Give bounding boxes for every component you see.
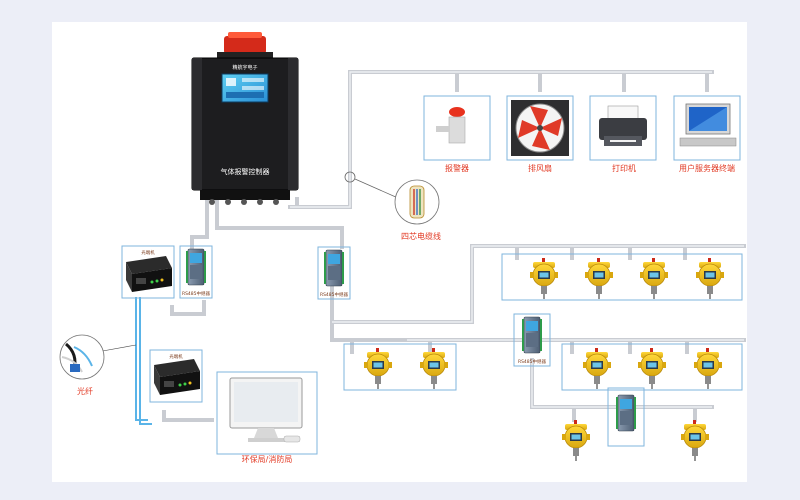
- detector-group-3: [561, 343, 743, 391]
- repeater-label: RS485中继器: [182, 290, 211, 297]
- output-label: 打印机: [612, 163, 636, 173]
- alarm-light-icon: [436, 107, 466, 144]
- converter-label: 光端机: [169, 353, 183, 360]
- system-diagram: 精航宇电子 气体报警控制器 报警器 排风扇: [52, 22, 747, 482]
- controller-label: 气体报警控制器: [221, 167, 270, 176]
- computer-terminal-icon: [679, 103, 737, 147]
- repeater-3: RS485中继器: [513, 313, 551, 367]
- printer-icon: [599, 105, 647, 146]
- output-alarm: 报警器: [423, 95, 491, 173]
- alarm-beacon-icon: [224, 36, 266, 54]
- conduit-network: [162, 70, 746, 422]
- exhaust-fan-icon: [511, 100, 569, 156]
- repeater-2: RS485中继器: [317, 246, 351, 300]
- monitoring-station: 环保局/消防局: [216, 371, 318, 464]
- detector-group-1: [501, 253, 743, 301]
- output-fan: 排风扇: [506, 95, 574, 173]
- cable-callout: 四芯电缆线: [344, 171, 441, 241]
- repeater-1: RS485中继器: [179, 245, 213, 299]
- converter-label: 光端机: [141, 249, 155, 256]
- controller-brand: 精航宇电子: [232, 64, 257, 71]
- fiber-converter-2: 光端机: [149, 349, 203, 403]
- station-label: 环保局/消防局: [242, 454, 293, 464]
- cable-label: 四芯电缆线: [401, 231, 441, 241]
- gas-alarm-controller: 精航宇电子 气体报警控制器: [191, 32, 299, 205]
- repeater-4: [607, 387, 645, 447]
- repeater-label: RS485中继器: [320, 291, 349, 298]
- desktop-monitor-icon: [229, 377, 303, 443]
- output-label: 排风扇: [528, 163, 552, 173]
- output-printer: 打印机: [589, 95, 657, 173]
- output-label: 报警器: [445, 163, 469, 173]
- output-label: 用户服务器终端: [679, 163, 735, 173]
- detector-group-2: [343, 343, 457, 391]
- fiber-callout: 光纤: [59, 334, 105, 396]
- fiber-converter-1: 光端机: [121, 245, 175, 299]
- output-terminal: 用户服务器终端: [673, 95, 741, 173]
- repeater-label: RS485中继器: [518, 358, 547, 365]
- fiber-label: 光纤: [77, 386, 93, 396]
- fiber-optic-line: [96, 297, 152, 425]
